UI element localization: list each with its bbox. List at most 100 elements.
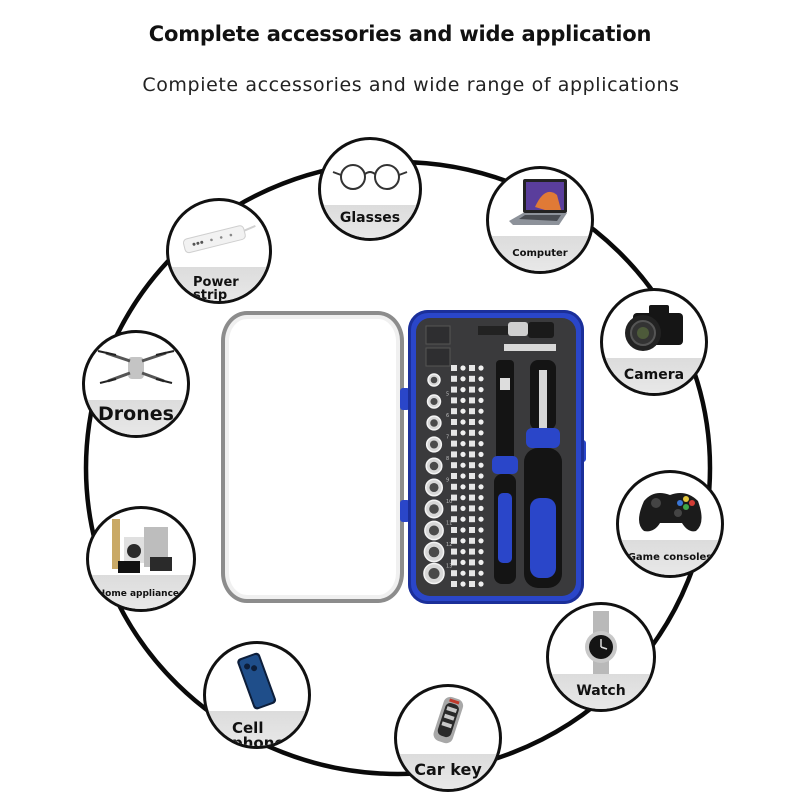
screwdriver-bit <box>460 505 466 511</box>
screwdriver-bit <box>478 581 484 587</box>
screwdriver-bit <box>469 559 475 566</box>
screwdriver-bit <box>451 365 457 371</box>
screwdriver-bit <box>469 581 475 587</box>
screwdriver-bit <box>469 527 475 533</box>
screwdriver-bit <box>460 451 466 457</box>
screwdriver-bit <box>460 570 466 576</box>
socket-hole <box>428 525 440 536</box>
screwdriver-bit <box>478 495 484 501</box>
screwdriver-bit <box>469 397 475 404</box>
app-label: Cell phone <box>232 718 285 749</box>
screwdriver-bit <box>478 408 484 414</box>
screwdriver-bit <box>451 386 457 393</box>
screwdriver-bit <box>460 430 466 436</box>
app-node-watch: Watch <box>546 602 656 712</box>
screwdriver-bit <box>451 440 457 447</box>
app-label: Watch <box>576 683 626 700</box>
screwdriver-bit <box>469 570 475 577</box>
screwdriver-bit <box>451 570 457 577</box>
app-label: Car key <box>414 760 482 780</box>
app-label: Game consoles <box>627 551 713 563</box>
screwdriver-bit <box>460 441 466 447</box>
power-strip-icon <box>182 224 256 254</box>
laptop-icon <box>509 179 567 225</box>
screwdriver-bit <box>478 505 484 511</box>
screwdriver-bit <box>478 527 484 533</box>
screwdriver-bit <box>469 408 475 415</box>
screwdriver-bit <box>478 419 484 425</box>
watch-icon <box>585 611 617 683</box>
app-node-power-strip: Power strip <box>166 198 272 304</box>
case-hinge <box>400 388 410 410</box>
app-node-glasses: Glasses <box>318 137 422 241</box>
app-node-cell-phone: Cell phone <box>203 641 311 749</box>
phone-icon <box>237 652 277 710</box>
screwdriver-bit <box>469 365 475 371</box>
screwdriver-bit <box>478 516 484 522</box>
app-node-game-consoles: Game consoles <box>616 470 724 578</box>
screwdriver-bit <box>451 516 457 523</box>
app-node-car-key: Car key <box>394 684 502 792</box>
bit-grid <box>451 365 484 587</box>
socket-hole <box>430 376 438 384</box>
socket-size-label: 13 <box>446 564 452 570</box>
screwdriver-bit <box>469 462 475 469</box>
screwdriver-bit <box>478 484 484 490</box>
glasses-icon <box>332 164 408 190</box>
screwdriver-bit <box>478 376 484 382</box>
gamepad-icon <box>639 493 702 532</box>
screwdriver-bit <box>478 430 484 436</box>
app-label: Power strip <box>193 274 239 304</box>
screwdriver-bit <box>451 537 457 544</box>
screwdriver-bit <box>469 429 475 436</box>
screwdriver-bit <box>478 473 484 479</box>
screwdriver-bit <box>451 429 457 436</box>
screwdriver-bit <box>460 419 466 425</box>
socket-hole <box>429 461 439 471</box>
screwdriver-bit <box>478 559 484 565</box>
screwdriver-bit <box>451 581 457 587</box>
socket-size-label: 7 <box>446 435 449 441</box>
screwdriver-bit <box>469 386 475 393</box>
screwdriver-bit <box>451 473 457 479</box>
screwdriver-bit <box>460 473 466 479</box>
socket-hole <box>428 546 440 558</box>
screwdriver-bit <box>469 375 475 382</box>
screwdriver-bit <box>451 527 457 533</box>
app-label: Glasses <box>339 210 401 227</box>
screwdriver-bit <box>478 570 484 576</box>
app-label: Computer <box>512 247 568 259</box>
screwdriver-bit <box>469 473 475 479</box>
screwdriver-bit <box>451 419 457 425</box>
app-label: Camera <box>623 367 685 384</box>
appliances-icon <box>112 519 172 573</box>
app-label: Drones <box>98 403 174 426</box>
app-node-home-appliances: Home appliances <box>86 506 196 612</box>
screwdriver-bit <box>469 483 475 490</box>
socket-size-label: 8 <box>446 456 449 462</box>
screwdriver-bit <box>451 408 457 415</box>
camera-icon <box>625 305 683 351</box>
screwdriver-bit <box>460 462 466 468</box>
case-hinge <box>400 500 410 522</box>
screwdriver-bit <box>478 462 484 468</box>
screwdriver-bit <box>460 527 466 533</box>
screwdriver-bit <box>469 516 475 523</box>
drone-icon <box>97 350 175 384</box>
socket-size-label: 11 <box>446 521 452 527</box>
screwdriver-bit <box>469 548 475 555</box>
socket-size-label: 10 <box>446 499 452 505</box>
screwdriver-bit <box>451 559 457 566</box>
screwdriver-bit <box>451 548 457 555</box>
screwdriver-bit <box>451 451 457 458</box>
socket-hole <box>430 397 438 406</box>
socket-hole <box>429 504 439 514</box>
page-title: Complete accessories and wide applicatio… <box>148 22 652 46</box>
screwdriver-bit <box>451 505 457 512</box>
screwdriver-bit <box>469 419 475 425</box>
screwdriver-bit <box>460 408 466 414</box>
screwdriver-bit <box>478 538 484 544</box>
screwdriver-bit <box>460 538 466 544</box>
